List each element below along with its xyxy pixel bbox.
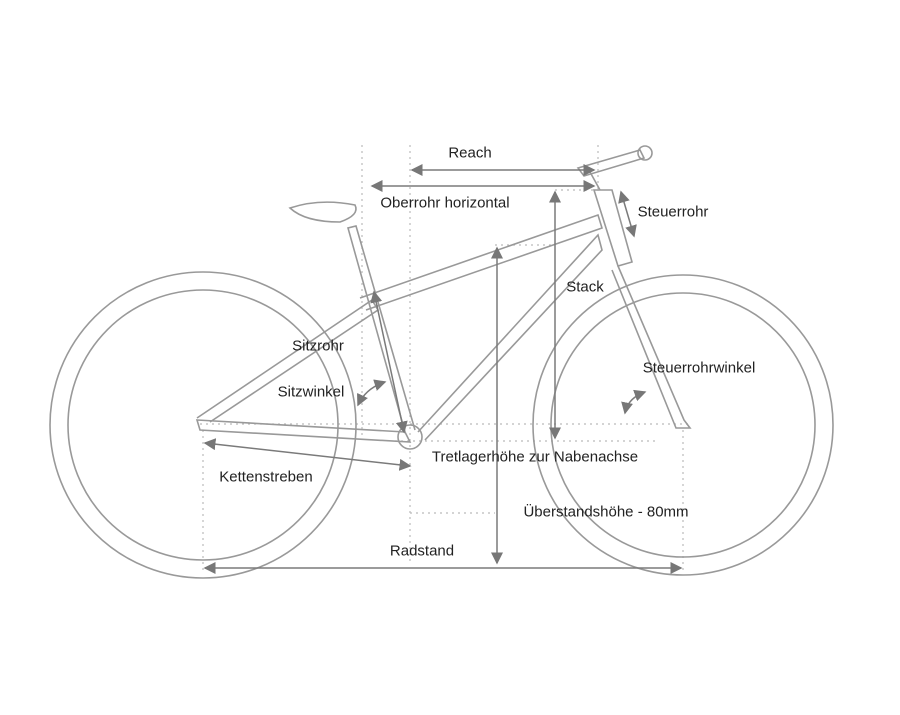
dimension-arrows [203, 164, 683, 574]
rear-wheel [49, 271, 357, 579]
label-head-tube-angle: Steuerrohrwinkel [642, 359, 756, 377]
label-stack: Stack [566, 278, 604, 296]
label-reach: Reach [448, 144, 492, 162]
label-head-tube: Steuerrohr [637, 203, 709, 221]
label-bb-drop: Tretlagerhöhe zur Nabenachse [431, 448, 639, 466]
label-chainstays: Kettenstreben [219, 468, 313, 486]
label-top-tube-horizontal: Oberrohr horizontal [380, 194, 510, 212]
label-standover: Überstandshöhe - 80mm [523, 503, 689, 521]
front-wheel [532, 274, 834, 576]
label-seat-tube: Sitzrohr [292, 337, 344, 355]
label-wheelbase: Radstand [389, 542, 455, 560]
frame [195, 145, 692, 450]
label-seat-angle: Sitzwinkel [277, 383, 345, 401]
